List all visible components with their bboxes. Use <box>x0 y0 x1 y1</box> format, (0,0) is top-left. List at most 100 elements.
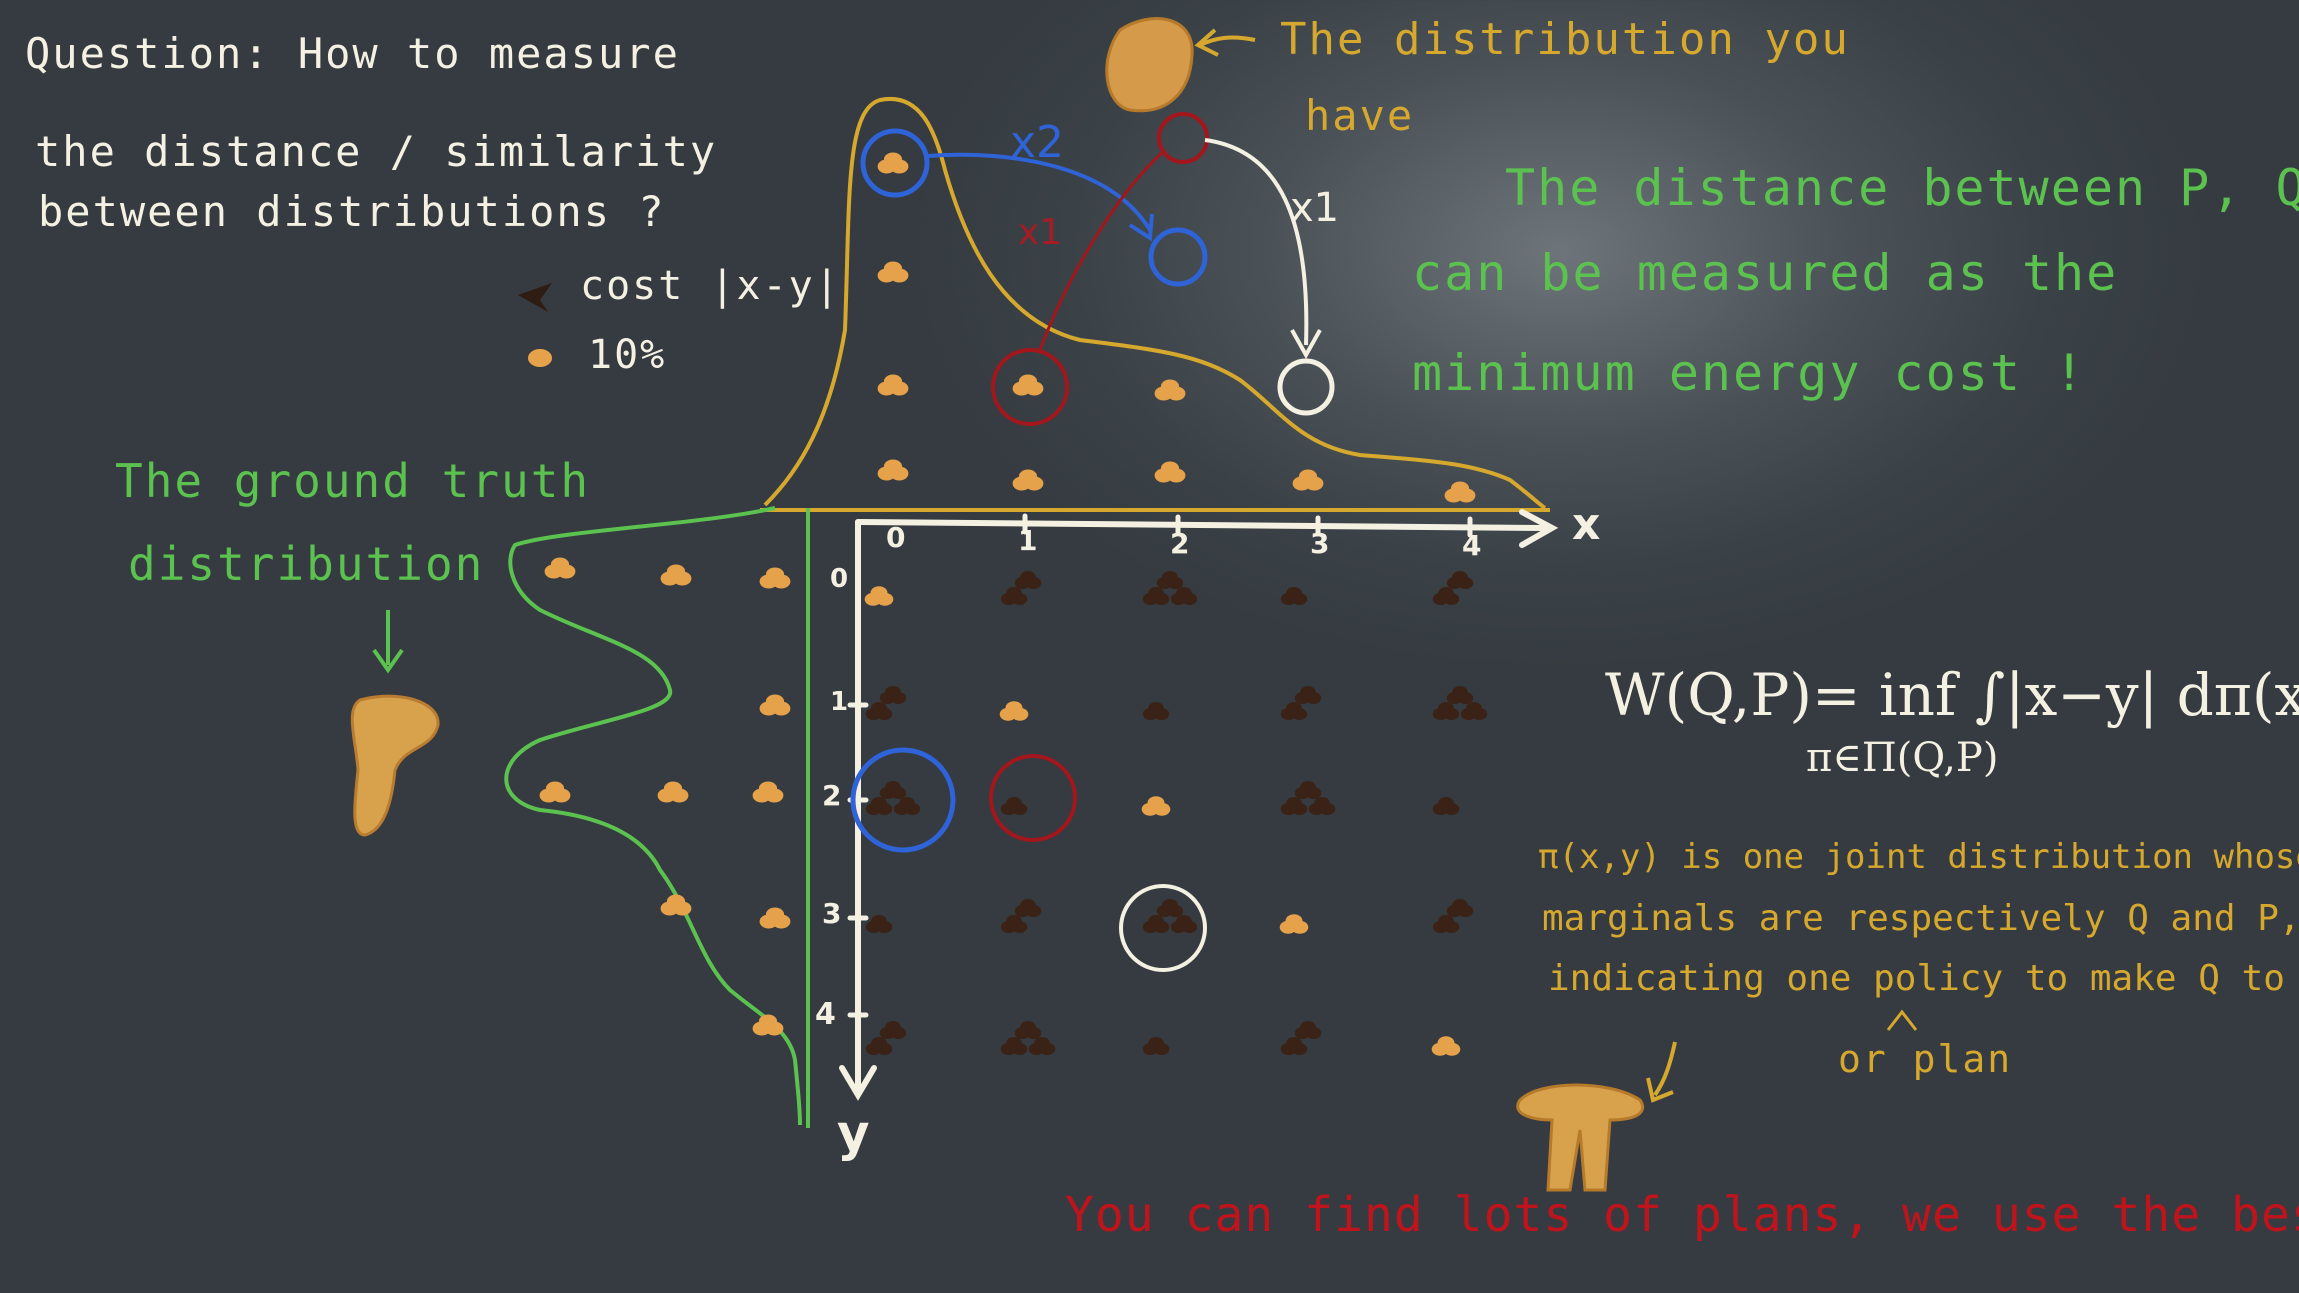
orange-chip <box>660 894 692 916</box>
legend-cost-label: cost |x-y| <box>580 263 841 309</box>
white-arrow <box>1204 138 1309 346</box>
grid-chip <box>1141 796 1171 816</box>
blue-source-circle <box>860 128 930 198</box>
x-tick-0: 0 <box>886 521 906 554</box>
white-arrowhead <box>1290 329 1322 360</box>
plan-pointer-arrowhead <box>1646 1077 1674 1103</box>
grid-clove <box>1014 899 1042 917</box>
grid-clove <box>1294 1021 1322 1039</box>
orange-chip <box>759 694 791 716</box>
clove-icon <box>518 283 552 312</box>
orange-chip <box>1012 374 1044 396</box>
x-axis-arrowhead <box>1519 509 1559 548</box>
grid-clove <box>1156 571 1184 589</box>
grid-chip <box>1279 914 1309 934</box>
red-move-label: x1 <box>1018 212 1063 253</box>
grid-clove <box>1446 899 1474 917</box>
grid-clove <box>1000 797 1028 815</box>
grid-clove <box>865 1037 893 1055</box>
mushroom-chip-image <box>1516 1083 1644 1192</box>
grid-clove <box>1280 797 1308 815</box>
grid-clove <box>1142 702 1170 720</box>
grid-clove <box>893 797 921 815</box>
x-axis-line <box>855 519 1548 531</box>
formula-subscript: π∈Π(Q,P) <box>1806 735 1999 781</box>
grid-clove <box>1294 686 1322 704</box>
grid-clove <box>1142 1037 1170 1055</box>
plan-pointer-arrow <box>1653 1041 1677 1097</box>
distance-note-2: can be measured as the <box>1412 244 2119 302</box>
orange-chip <box>1154 379 1186 401</box>
grid-chip <box>999 701 1029 721</box>
orange-chip <box>1154 461 1186 483</box>
grid-clove <box>1028 1037 1056 1055</box>
grid-clove <box>865 797 893 815</box>
grid-chip <box>864 586 894 606</box>
grid-clove <box>1446 686 1474 704</box>
red-target-circle <box>1157 112 1209 164</box>
grid-clove <box>1308 797 1336 815</box>
grid-clove <box>1000 915 1028 933</box>
or-plan-label: or plan <box>1838 1037 2013 1081</box>
have-distribution-curve <box>763 96 1547 510</box>
pi-note-2: marginals are respectively Q and P, <box>1542 898 2299 939</box>
or-plan-caret <box>1886 1009 1918 1031</box>
x-tick-1: 1 <box>1018 524 1038 557</box>
grid-clove <box>1014 1021 1042 1039</box>
have-chip-image <box>1105 17 1194 113</box>
grid-clove <box>879 1021 907 1039</box>
have-pointer-arrow <box>1199 35 1256 47</box>
grid-clove <box>1432 702 1460 720</box>
footer-note: You can find lots of plans, we use the b… <box>1065 1187 2299 1243</box>
question-line-2: the distance / similarity <box>35 127 718 176</box>
y-tick-2: 2 <box>822 779 842 812</box>
orange-chip <box>752 781 784 803</box>
y-axis-label: y <box>837 1104 870 1162</box>
legend-unit-label: 10% <box>588 332 667 378</box>
grid-clove <box>879 686 907 704</box>
grid-clove <box>1446 571 1474 589</box>
grid-chip <box>1431 1036 1461 1056</box>
grid-clove <box>865 702 893 720</box>
have-label-2: have <box>1305 91 1415 140</box>
grid-clove <box>879 781 907 799</box>
distance-note-1: The distance between P, Q <box>1505 159 2299 217</box>
orange-chip <box>759 907 791 929</box>
grid-clove <box>1142 915 1170 933</box>
blue-move-label: x2 <box>1010 117 1065 168</box>
orange-chip <box>759 567 791 589</box>
grid-clove <box>1014 571 1042 589</box>
orange-chip <box>660 564 692 586</box>
grid-clove <box>1460 702 1488 720</box>
y-tick-0: 0 <box>830 564 849 594</box>
grid-clove <box>1280 702 1308 720</box>
orange-chip <box>1012 469 1044 491</box>
orange-chip <box>1292 469 1324 491</box>
grid-clove <box>865 915 893 933</box>
orange-chip <box>752 1014 784 1036</box>
orange-chip <box>539 781 571 803</box>
grid-clove <box>1170 915 1198 933</box>
pi-note-1: π(x,y) is one joint distribution whose <box>1538 837 2299 877</box>
y-tick-3: 3 <box>822 897 842 930</box>
grid-clove <box>1432 915 1460 933</box>
formula-main: W(Q,P)= inf ∫|x−y| dπ(x,y) <box>1605 661 2299 729</box>
orange-chip <box>657 781 689 803</box>
ground-truth-chip-image <box>350 694 440 837</box>
x-tick-3: 3 <box>1310 527 1330 560</box>
y-axis-arrowhead <box>839 1065 877 1101</box>
x-tick-2: 2 <box>1170 527 1190 560</box>
grid-clove <box>1156 899 1184 917</box>
grid-clove <box>1170 587 1198 605</box>
orange-chip <box>544 557 576 579</box>
ground-truth-label-1: The ground truth <box>115 454 591 508</box>
orange-chip <box>877 374 909 396</box>
blue-arrowhead <box>1128 213 1154 242</box>
red-grid-circle <box>989 754 1077 842</box>
grid-clove <box>1432 797 1460 815</box>
distance-note-3: minimum energy cost ! <box>1412 344 2087 402</box>
ground-truth-label-2: distribution <box>128 537 485 591</box>
have-pointer-arrowhead <box>1194 28 1219 57</box>
